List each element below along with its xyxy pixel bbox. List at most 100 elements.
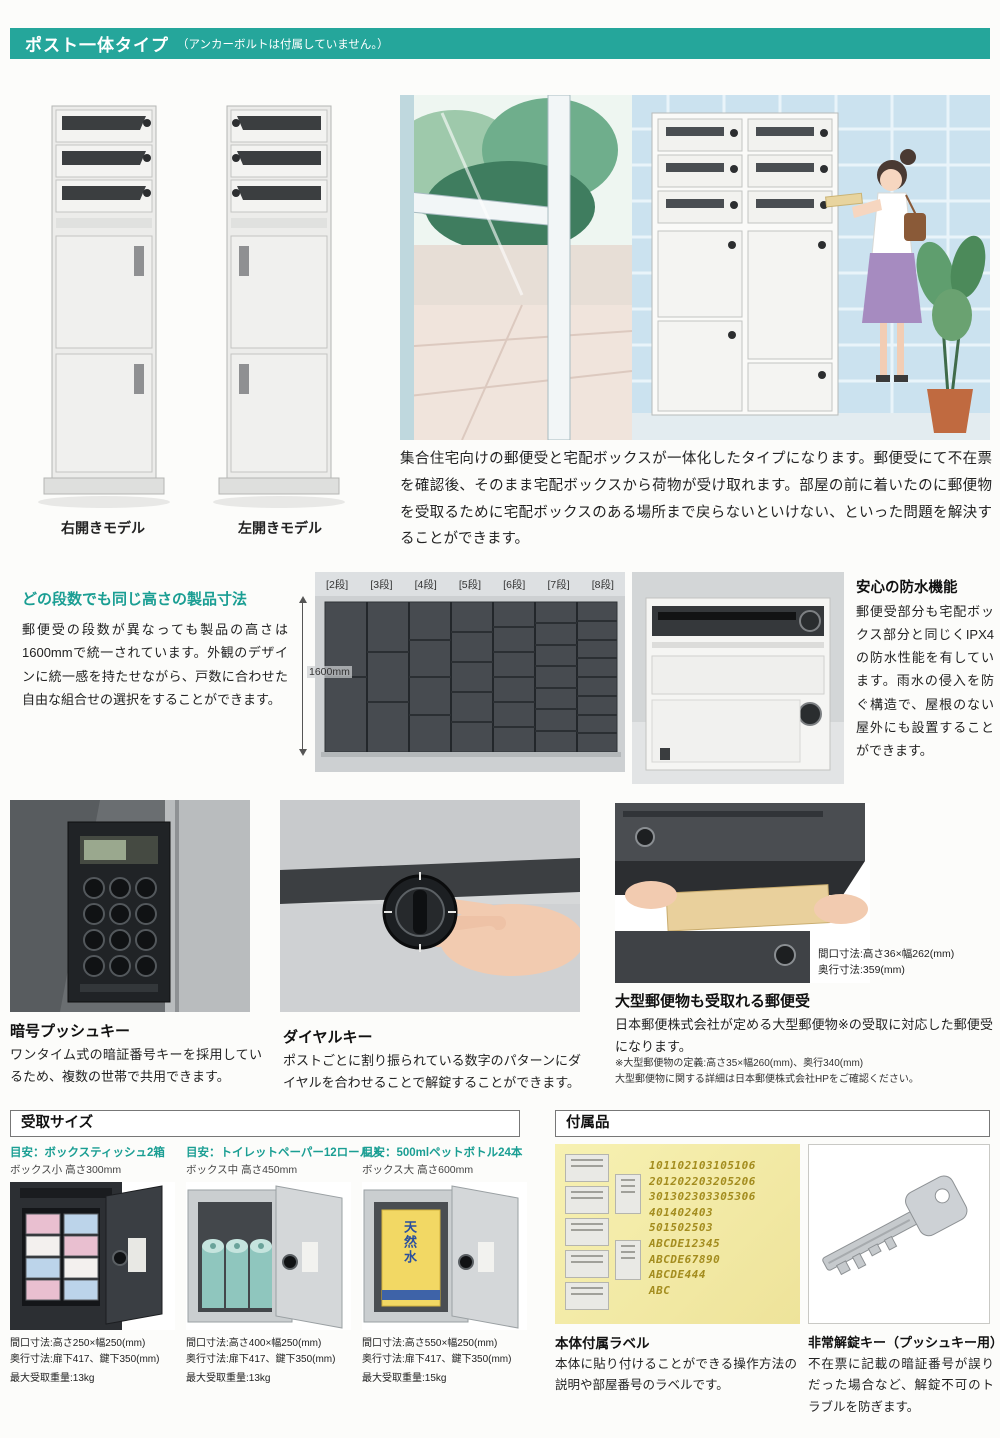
size-guide-bottles: 目安：500mlペットボトル24本 xyxy=(362,1147,523,1159)
size-dims-toilet-paper: 間口寸法:高さ400×幅250(mm) 奥行寸法:扉下417、鍵下350(mm)… xyxy=(186,1336,358,1387)
intro-paragraph: 集合住宅向けの郵便受と宅配ボックスが一体化したタイプになります。郵便受にて不在票… xyxy=(400,451,992,548)
label-row: ABCDE444 xyxy=(649,1268,706,1282)
emergency-key-photo xyxy=(808,1144,990,1324)
large-mail-note1: ※大型郵便物の定義:高さ35×幅260(mm)、奥行340(mm) xyxy=(615,1058,864,1069)
large-mail-photo xyxy=(615,803,870,983)
waterproof-photo xyxy=(632,572,844,784)
right-open-model-label: 右開きモデル xyxy=(61,520,145,536)
push-key-body: ワンタイム式の暗証番号キーを採用しているため、複数の世帯で共用できます。 xyxy=(10,1047,262,1085)
large-mail-caption-line1: 間口寸法:高さ36×幅262(mm) xyxy=(818,948,955,960)
label-sticker xyxy=(615,1174,641,1214)
large-mail-notes: ※大型郵便物の定義:高さ35×幅260(mm)、奥行340(mm) 大型郵便物に… xyxy=(615,1056,997,1088)
dim-weight: 最大受取重量:13kg xyxy=(10,1373,95,1384)
tissue-box-illustration xyxy=(10,1182,175,1330)
lifestyle-illustration xyxy=(385,94,990,441)
dim-weight: 最大受取重量:13kg xyxy=(186,1373,271,1384)
locker-lineup-illustration xyxy=(315,572,625,772)
size-photo-toilet-paper xyxy=(186,1182,351,1330)
label-row: 101102103105106 xyxy=(649,1159,756,1172)
label-sheet-body: 本体に貼り付けることができる操作方法の説明や部屋番号のラベルです。 xyxy=(555,1357,797,1393)
label-row: 201202203205206 xyxy=(649,1174,756,1188)
large-mail-title: 大型郵便物も受取れる郵便受 xyxy=(615,993,811,1010)
waterproof-body: 郵便受部分も宅配ボックス部分と同じくIPX4の防水性能を有しています。雨水の侵入… xyxy=(856,604,994,758)
label-sticker xyxy=(565,1218,609,1246)
size-item-large: 目安：500mlペットボトル24本 ボックス大 高さ600mm 天然水 間口寸法… xyxy=(362,1144,534,1387)
label-number-rows: 101102103105106 201202203205206 30130230… xyxy=(649,1158,797,1298)
tier-label: [2段] xyxy=(326,579,349,591)
push-key-photo xyxy=(10,800,250,1012)
dim-depth: 奥行寸法:扉下417、鍵下350(mm) xyxy=(362,1354,512,1365)
tier-label: [5段] xyxy=(458,579,482,591)
label-row: 501502503 xyxy=(649,1221,714,1235)
page-title-note: （アンカーボルトは付属していません。） xyxy=(177,38,389,51)
size-photo-bottles: 天然水 xyxy=(362,1182,527,1330)
dial-key-photo xyxy=(280,800,584,1012)
emergency-key-title: 非常解錠キー（プッシュキー用） xyxy=(808,1335,1000,1350)
label-row: ABC xyxy=(649,1283,671,1297)
key-illustration xyxy=(822,1175,968,1276)
height-dimension-line xyxy=(299,596,307,756)
size-sub-toilet-paper: ボックス中 高さ450mm xyxy=(186,1164,298,1176)
dim-opening: 間口寸法:高さ400×幅250(mm) xyxy=(186,1338,322,1349)
size-sub-tissue: ボックス小 高さ300mm xyxy=(10,1164,122,1176)
sizes-section-title: 受取サイズ xyxy=(10,1110,520,1137)
page-title: ポスト一体タイプ xyxy=(25,36,169,55)
keypad-illustration xyxy=(10,800,250,1012)
label-row: 301302303305306 xyxy=(649,1190,756,1204)
size-dims-bottles: 間口寸法:高さ550×幅250(mm) 奥行寸法:扉下417、鍵下350(mm)… xyxy=(362,1336,534,1387)
accessories-section-title: 付属品 xyxy=(555,1110,990,1137)
bottle-carton-label: 天然水 xyxy=(402,1220,417,1265)
cabinet-illustration xyxy=(38,105,170,508)
size-sub-bottles: ボックス大 高さ600mm xyxy=(362,1164,474,1176)
woman-figure xyxy=(825,149,926,382)
tier-lineup-photo: [2段] [3段] [4段] [5段] [6段] [7段] [8段] 1600m… xyxy=(290,572,630,772)
large-mail-caption: 間口寸法:高さ36×幅262(mm) 奥行寸法:359(mm) xyxy=(818,946,954,979)
bottle-carton-illustration xyxy=(362,1182,527,1330)
tier-label: [7段] xyxy=(547,579,570,591)
label-sticker xyxy=(615,1240,641,1280)
label-sheet-title: 本体付属ラベル xyxy=(555,1336,650,1351)
height-dimension-label: 1600mm xyxy=(307,666,352,678)
large-mail-caption-line2: 奥行寸法:359(mm) xyxy=(818,964,905,977)
size-guide-tissue: 目安：ボックスティッシュ2箱 xyxy=(10,1147,165,1159)
tier-label: [3段] xyxy=(370,579,393,591)
entrance-scene-illustration xyxy=(385,94,990,441)
tier-labels-row: [2段] [3段] [4段] [5段] [6段] [7段] [8段] xyxy=(315,577,625,592)
label-sticker xyxy=(565,1282,609,1310)
size-item-small: 目安：ボックスティッシュ2箱 ボックス小 高さ300mm 間口寸法:高さ xyxy=(10,1144,182,1387)
large-mail-note2: 大型郵便物に関する詳細は日本郵便株式会社HPをご確認ください。 xyxy=(615,1074,919,1085)
dial-key-title: ダイヤルキー xyxy=(283,1029,373,1046)
toilet-paper-illustration xyxy=(186,1182,351,1330)
dial-illustration xyxy=(280,800,584,1012)
left-open-model-label: 左開きモデル xyxy=(238,520,322,536)
label-sheet-photo: 101102103105106 201202203205206 30130230… xyxy=(555,1144,800,1324)
label-sticker xyxy=(565,1186,609,1214)
photo-left-open-model xyxy=(205,100,355,514)
push-key-title: 暗号プッシュキー xyxy=(10,1023,131,1040)
photo-right-open-model xyxy=(28,100,178,514)
tier-label: [4段] xyxy=(414,579,437,591)
label-row: ABCDE12345 xyxy=(649,1237,721,1251)
size-guide-toilet-paper: 目安：トイレットペーパー12ロール入 xyxy=(186,1147,383,1159)
uniform-height-body: 郵便受の段数が異なっても製品の高さは1600mmで統一されています。外観のデザイ… xyxy=(22,622,288,708)
waterproof-title: 安心の防水機能 xyxy=(856,580,958,596)
waterproof-unit-illustration xyxy=(632,572,844,784)
tier-label: [6段] xyxy=(503,579,526,591)
dim-depth: 奥行寸法:扉下417、鍵下350(mm) xyxy=(10,1354,160,1365)
emergency-key-body: 不在票に記載の暗証番号が誤りだった場合など、解錠不可のトラブルを防ぎます。 xyxy=(808,1357,994,1414)
page-header-bar: ポスト一体タイプ （アンカーボルトは付属していません。） xyxy=(10,28,990,59)
size-photo-tissue xyxy=(10,1182,175,1330)
tier-label: [8段] xyxy=(591,579,614,591)
dim-opening: 間口寸法:高さ250×幅250(mm) xyxy=(10,1338,146,1349)
dim-opening: 間口寸法:高さ550×幅250(mm) xyxy=(362,1338,498,1349)
label-sticker xyxy=(565,1250,609,1278)
large-mail-body: 日本郵便株式会社が定める大型郵便物※の受取に対応した郵便受になります。 xyxy=(615,1017,993,1055)
label-row: 401402403 xyxy=(649,1205,714,1219)
dim-weight: 最大受取重量:15kg xyxy=(362,1373,447,1384)
dim-depth: 奥行寸法:扉下417、鍵下350(mm) xyxy=(186,1354,336,1365)
size-dims-tissue: 間口寸法:高さ250×幅250(mm) 奥行寸法:扉下417、鍵下350(mm)… xyxy=(10,1336,182,1387)
cabinet-illustration xyxy=(213,105,345,508)
large-mail-illustration xyxy=(615,803,870,983)
size-item-medium: 目安：トイレットペーパー12ロール入 ボックス中 高さ450mm 間口寸法:高さ… xyxy=(186,1144,383,1387)
